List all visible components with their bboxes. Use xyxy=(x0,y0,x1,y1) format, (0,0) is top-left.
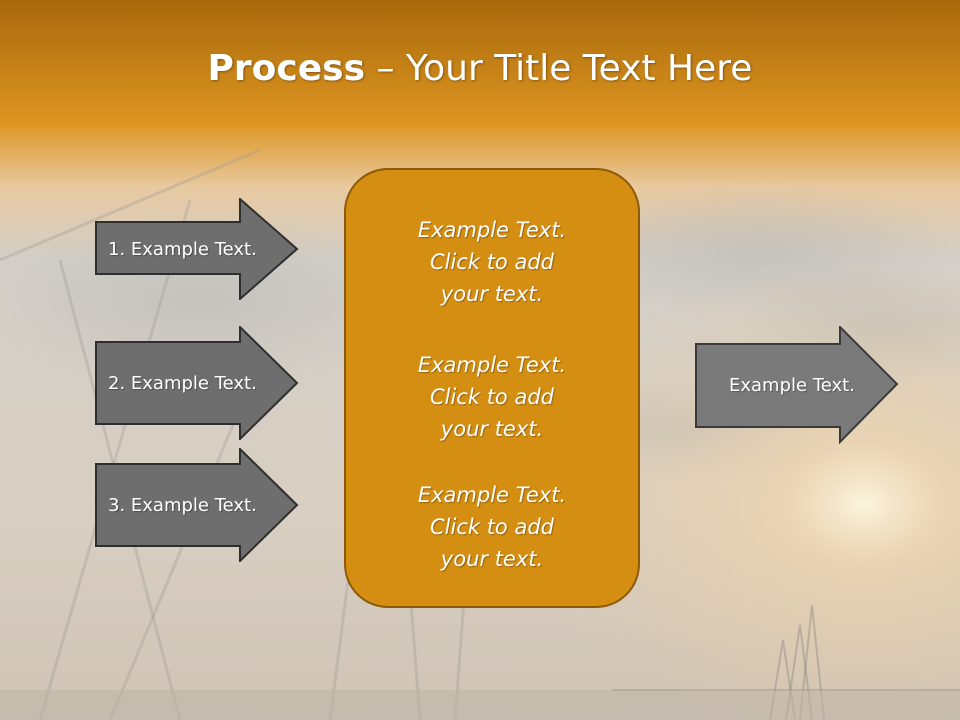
center-block-3: Example Text. Click to add your text. xyxy=(346,479,638,575)
center-block-3-line-1: Example Text. xyxy=(417,483,567,507)
center-text-box[interactable]: Example Text. Click to add your text. Ex… xyxy=(344,168,640,608)
arrow-shape-1 xyxy=(95,198,299,300)
center-block-2-line-1: Example Text. xyxy=(417,353,567,377)
arrow-step-3-label: 3. Example Text. xyxy=(108,494,257,516)
arrow-result[interactable]: Example Text. xyxy=(695,326,900,444)
arrow-step-2-label: 2. Example Text. xyxy=(108,372,257,394)
center-block-1-line-2: Click to add xyxy=(429,250,554,274)
center-block-1: Example Text. Click to add your text. xyxy=(346,214,638,310)
title-rest: – Your Title Text Here xyxy=(365,48,753,89)
center-block-3-line-2: Click to add xyxy=(429,515,554,539)
arrow-step-2[interactable]: 2. Example Text. xyxy=(95,326,300,440)
arrow-step-1[interactable]: 1. Example Text. xyxy=(95,198,300,300)
slide-title: Process – Your Title Text Here xyxy=(0,48,960,89)
center-block-2-line-3: your text. xyxy=(440,417,544,441)
arrow-shape-2 xyxy=(95,326,299,440)
arrow-shape-result xyxy=(695,326,899,444)
arrow-step-3[interactable]: 3. Example Text. xyxy=(95,448,300,562)
center-block-2-line-2: Click to add xyxy=(429,385,554,409)
center-block-1-line-1: Example Text. xyxy=(417,218,567,242)
center-block-2: Example Text. Click to add your text. xyxy=(346,349,638,445)
arrow-result-label: Example Text. xyxy=(729,374,855,396)
title-bold: Process xyxy=(207,48,366,89)
arrow-shape-3 xyxy=(95,448,299,562)
center-block-1-line-3: your text. xyxy=(440,282,544,306)
center-block-3-line-3: your text. xyxy=(440,547,544,571)
arrow-step-1-label: 1. Example Text. xyxy=(108,238,257,260)
